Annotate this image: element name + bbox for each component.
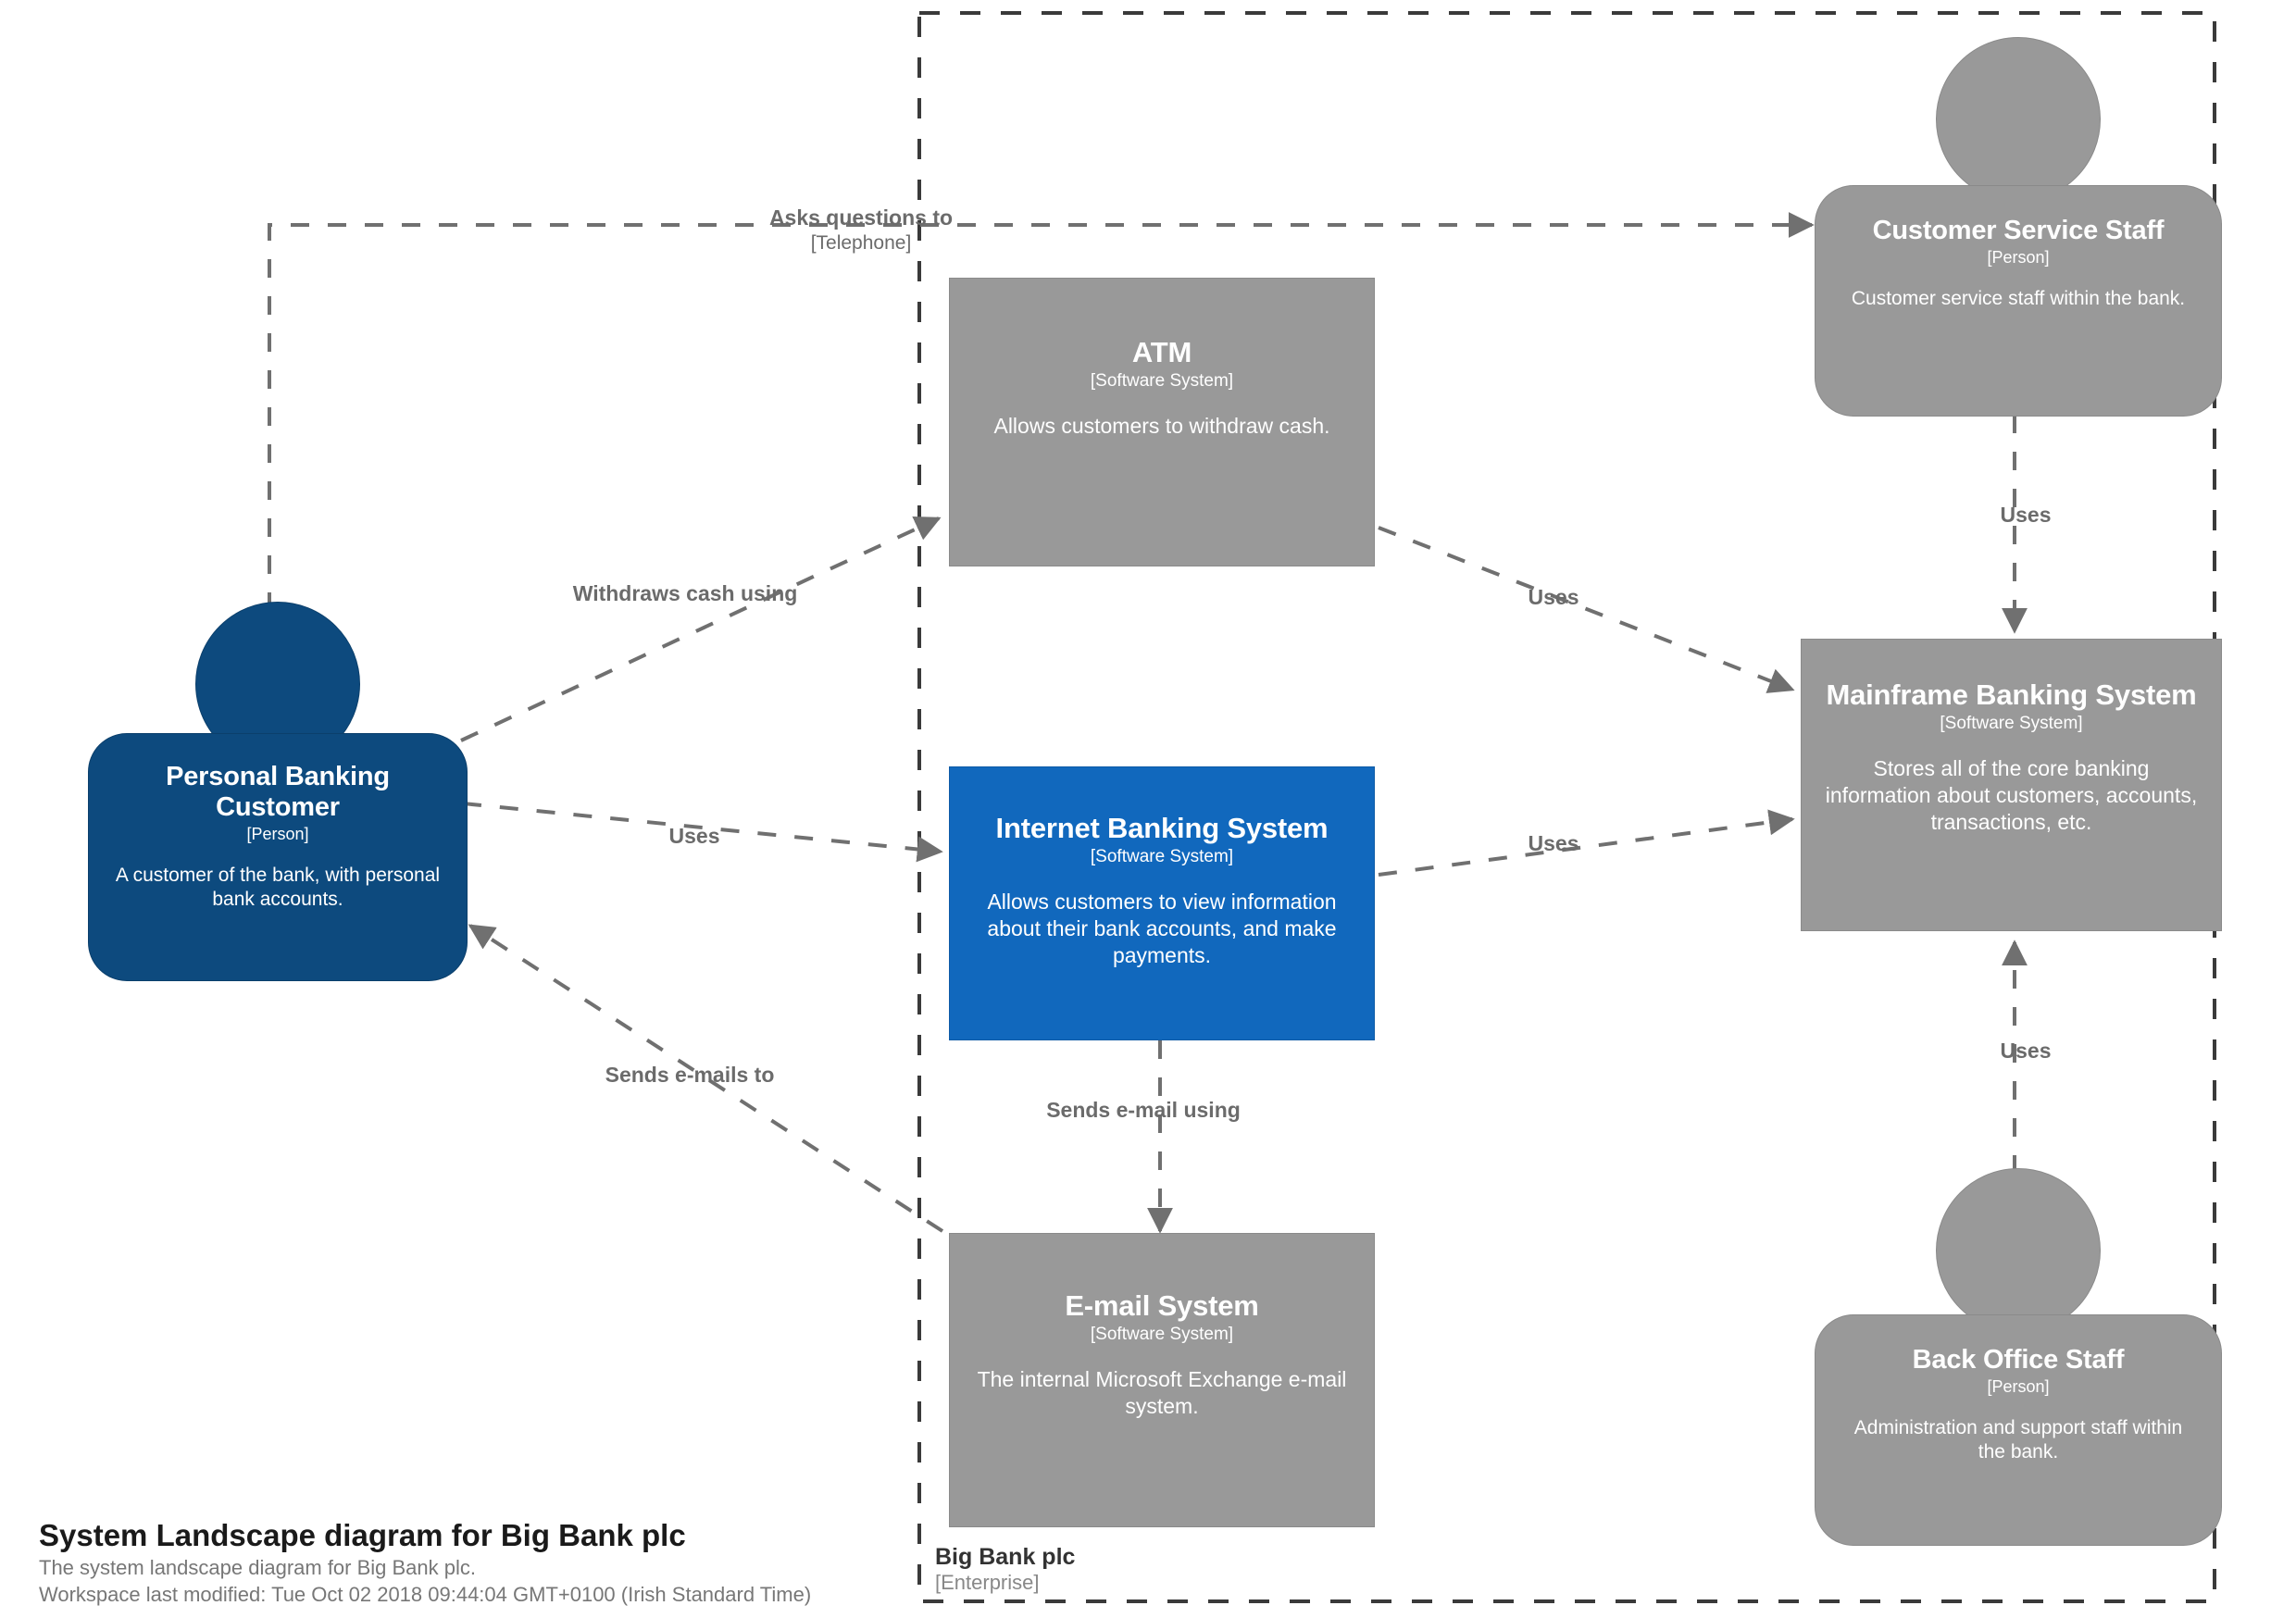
node-personal-banking-customer[interactable]: Personal Banking Customer [Person] A cus… (88, 602, 468, 981)
edge-label-back-office-uses-mainframe: Uses (1942, 1039, 2109, 1064)
edge-label-text: Uses (1528, 831, 1579, 855)
edge-label-text: Sends e-mail using (1046, 1098, 1241, 1122)
edge-label-asks-questions-to: Asks questions to [Telephone] (685, 205, 1037, 255)
edge-label-atm-uses-mainframe: Uses (1470, 585, 1637, 611)
node-type: [Person] (246, 825, 309, 844)
edge-label-text: Uses (2000, 503, 2052, 527)
edge-sends-emails-to (468, 924, 944, 1233)
node-description: Stores all of the core banking informati… (1825, 756, 2198, 834)
node-internet-banking-system[interactable]: Internet Banking System [Software System… (949, 766, 1375, 1040)
node-type: [Person] (1987, 1377, 2050, 1397)
edge-label-customer-uses-internet-banking: Uses (611, 824, 778, 850)
diagram-last-modified: Workspace last modified: Tue Oct 02 2018… (39, 1583, 812, 1607)
node-title: Internet Banking System (995, 812, 1329, 844)
enterprise-boundary-label: Big Bank plc [Enterprise] (935, 1544, 1324, 1594)
node-type: [Software System] (1090, 847, 1234, 867)
node-type: [Person] (1987, 248, 2050, 268)
person-head-icon (1936, 1168, 2101, 1333)
node-type: [Software System] (1090, 371, 1234, 392)
node-back-office-staff[interactable]: Back Office Staff [Person] Administratio… (1815, 1168, 2222, 1546)
node-description: Administration and support staff within … (1853, 1416, 2183, 1462)
edge-label-sends-email-using: Sends e-mail using (1028, 1098, 1259, 1124)
node-description: Allows customers to view information abo… (987, 890, 1337, 967)
node-title: Back Office Staff (1912, 1345, 2125, 1375)
edge-label-text: Uses (668, 824, 720, 848)
edge-label-text: Uses (1528, 585, 1579, 609)
boundary-name: Big Bank plc (935, 1544, 1076, 1570)
node-atm[interactable]: ATM [Software System] Allows customers t… (949, 278, 1375, 566)
edge-label-text: Asks questions to (768, 205, 954, 230)
node-title: E-mail System (1065, 1289, 1259, 1322)
diagram-caption: System Landscape diagram for Big Bank pl… (39, 1516, 872, 1608)
node-description: A customer of the bank, with personal ba… (115, 864, 441, 910)
node-customer-service-staff[interactable]: Customer Service Staff [Person] Customer… (1815, 37, 2222, 417)
boundary-type: [Enterprise] (935, 1570, 1040, 1594)
edge-internet-banking-uses-mainframe (1378, 809, 1795, 877)
edge-label-internet-banking-uses-mainframe: Uses (1470, 831, 1637, 857)
person-body: Personal Banking Customer [Person] A cus… (88, 733, 468, 981)
diagram-subtitle: The system landscape diagram for Big Ban… (39, 1556, 477, 1580)
person-body: Customer Service Staff [Person] Customer… (1815, 185, 2222, 417)
node-mainframe-banking-system[interactable]: Mainframe Banking System [Software Syste… (1801, 639, 2222, 931)
node-email-system[interactable]: E-mail System [Software System] The inte… (949, 1233, 1375, 1527)
person-head-icon (1936, 37, 2101, 202)
node-title: ATM (1131, 336, 1192, 368)
node-title: Mainframe Banking System (1826, 678, 2197, 711)
edge-label-text: Uses (2000, 1039, 2052, 1063)
edge-label-text: Sends e-mails to (605, 1063, 775, 1087)
edge-withdraws-cash-using (460, 516, 942, 742)
edge-atm-uses-mainframe (1378, 526, 1795, 693)
node-title: Personal Banking Customer (166, 762, 390, 823)
node-description: Customer service staff within the bank. (1851, 287, 2186, 309)
edge-label-sends-emails-to: Sends e-mails to (537, 1063, 842, 1089)
node-title: Customer Service Staff (1872, 216, 2165, 245)
node-type: [Software System] (1090, 1325, 1234, 1345)
node-description: The internal Microsoft Exchange e-mail s… (977, 1367, 1347, 1418)
edge-label-customer-service-uses-mainframe: Uses (1942, 503, 2109, 529)
page-title: System Landscape diagram for Big Bank pl… (39, 1518, 686, 1552)
edge-label-withdraws-cash-using: Withdraws cash using (537, 581, 833, 607)
edge-label-technology: [Telephone] (810, 231, 912, 254)
node-description: Allows customers to withdraw cash. (993, 414, 1330, 439)
person-body: Back Office Staff [Person] Administratio… (1815, 1314, 2222, 1546)
node-type: [Software System] (1940, 714, 2083, 734)
edge-customer-uses-internet-banking (462, 802, 943, 863)
edge-label-text: Withdraws cash using (572, 581, 798, 605)
